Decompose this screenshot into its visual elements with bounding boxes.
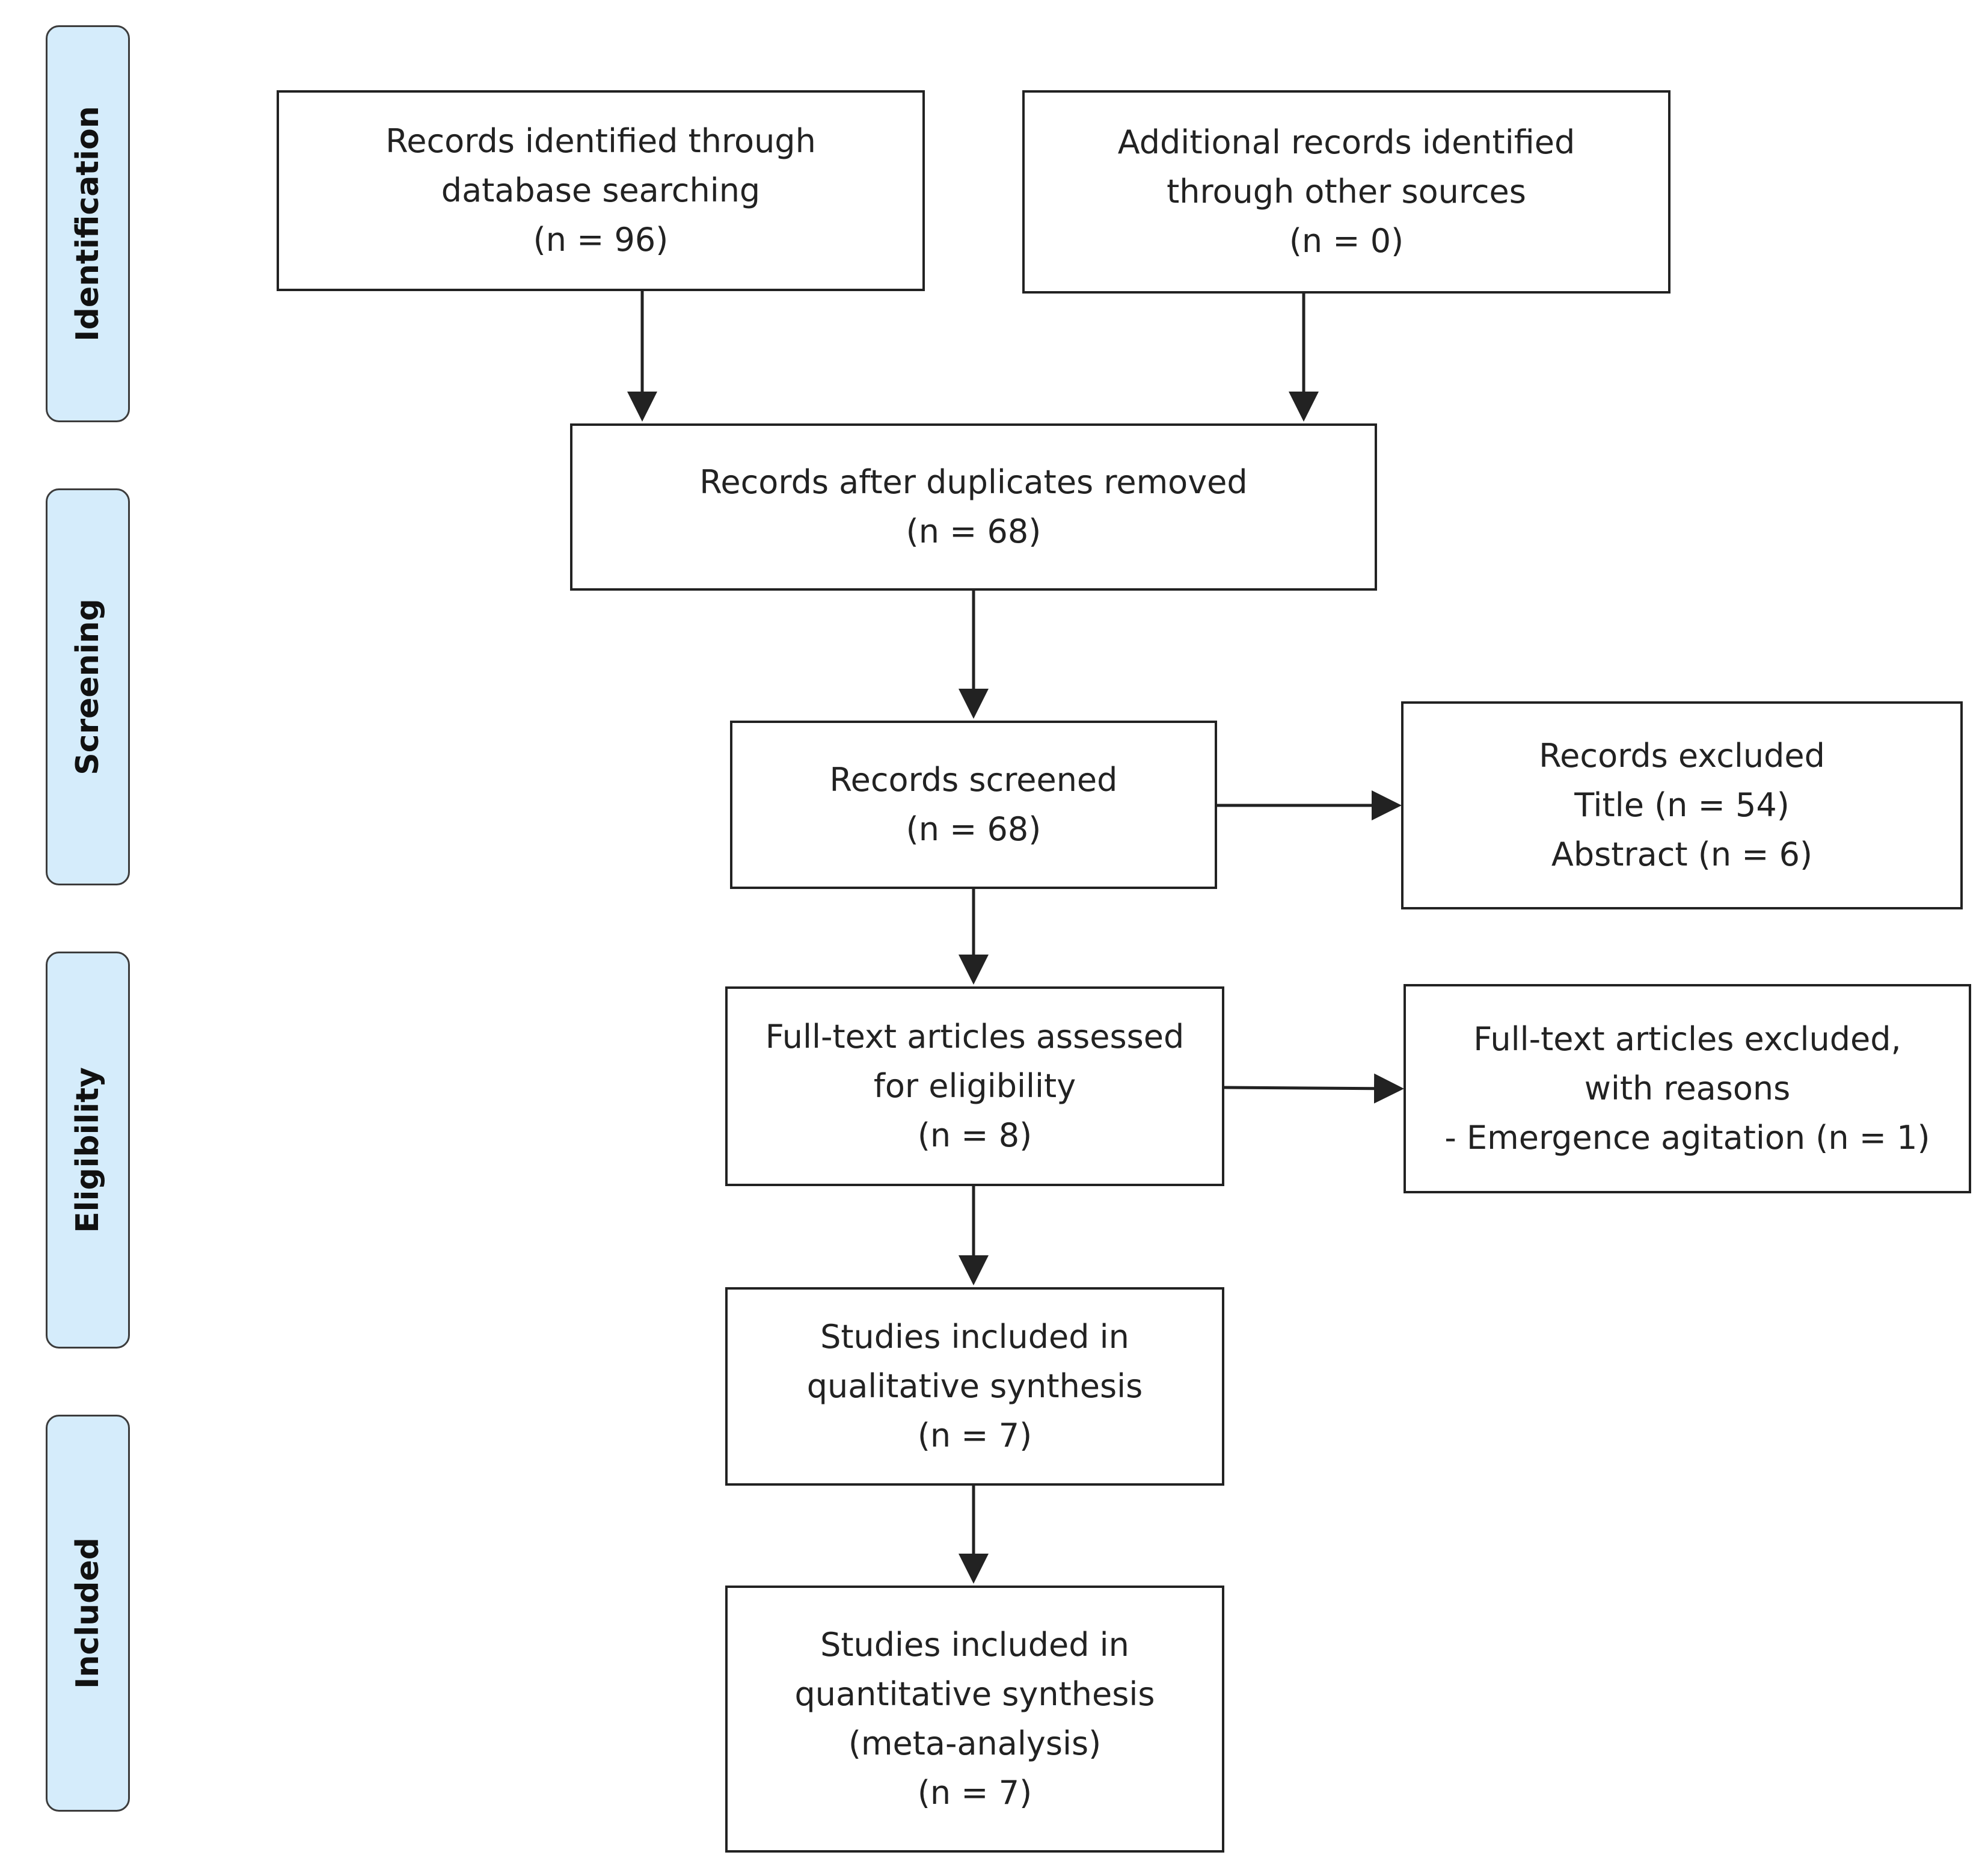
phase-included: Included: [46, 1415, 130, 1812]
box-records-excluded-line3: Abstract (n = 6): [1551, 835, 1813, 873]
box-qualitative-synthesis-line1: Studies included in: [820, 1318, 1129, 1356]
phase-identification: Identification: [46, 25, 130, 422]
box-qualitative-synthesis: Studies included in qualitative synthesi…: [725, 1287, 1224, 1486]
box-database-searching-count: (n = 96): [533, 221, 669, 259]
box-database-searching: Records identified through database sear…: [277, 90, 925, 291]
box-records-screened-count: (n = 68): [906, 810, 1042, 848]
box-fulltext-assessed: Full-text articles assessed for eligibil…: [725, 986, 1224, 1186]
box-other-sources-line1: Additional records identified: [1117, 123, 1575, 161]
box-records-screened-line1: Records screened: [829, 761, 1118, 799]
box-fulltext-excluded-line1: Full-text articles excluded,: [1473, 1020, 1901, 1058]
box-fulltext-excluded-line3: - Emergence agitation (n = 1): [1444, 1119, 1930, 1157]
box-quantitative-synthesis: Studies included in quantitative synthes…: [725, 1586, 1224, 1853]
box-database-searching-line2: database searching: [441, 171, 761, 209]
box-duplicates-removed: Records after duplicates removed (n = 68…: [570, 423, 1377, 591]
box-fulltext-assessed-count: (n = 8): [917, 1116, 1032, 1154]
box-other-sources: Additional records identified through ot…: [1022, 90, 1670, 294]
box-records-excluded: Records excluded Title (n = 54) Abstract…: [1401, 701, 1963, 909]
box-quantitative-synthesis-line1: Studies included in: [820, 1626, 1129, 1664]
box-duplicates-removed-count: (n = 68): [906, 512, 1042, 550]
box-quantitative-synthesis-line2: quantitative synthesis: [794, 1675, 1155, 1713]
phase-eligibility: Eligibility: [46, 952, 130, 1349]
arrow-fulltext-to-excluded: [1224, 1073, 1404, 1104]
box-quantitative-synthesis-line3: (meta-analysis): [848, 1724, 1102, 1762]
box-fulltext-excluded: Full-text articles excluded, with reason…: [1404, 984, 1971, 1193]
box-fulltext-excluded-line2: with reasons: [1584, 1069, 1791, 1107]
phase-screening: Screening: [46, 488, 130, 885]
box-duplicates-removed-line1: Records after duplicates removed: [699, 463, 1248, 501]
box-records-screened: Records screened (n = 68): [730, 721, 1217, 889]
box-records-excluded-line2: Title (n = 54): [1574, 786, 1790, 824]
box-other-sources-count: (n = 0): [1289, 222, 1404, 260]
box-fulltext-assessed-line1: Full-text articles assessed: [765, 1018, 1185, 1056]
box-other-sources-line2: through other sources: [1167, 173, 1526, 211]
box-fulltext-assessed-line2: for eligibility: [873, 1067, 1076, 1105]
box-qualitative-synthesis-line2: qualitative synthesis: [806, 1367, 1143, 1405]
box-quantitative-synthesis-count: (n = 7): [917, 1774, 1032, 1812]
box-records-excluded-line1: Records excluded: [1539, 737, 1825, 775]
box-database-searching-line1: Records identified through: [385, 122, 816, 160]
box-qualitative-synthesis-count: (n = 7): [917, 1416, 1032, 1454]
